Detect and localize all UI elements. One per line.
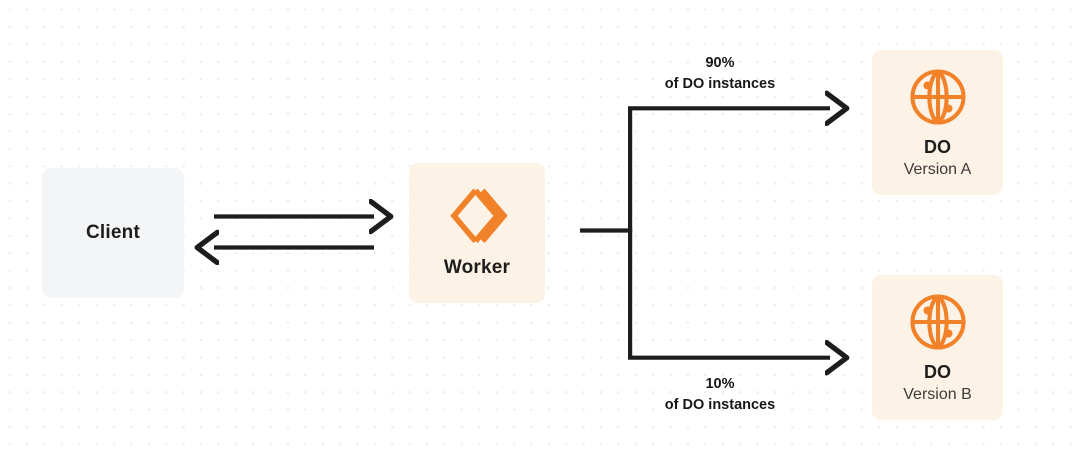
node-do-version-b[interactable]: DO Version B — [872, 275, 1003, 420]
edge-label-do-b-text: of DO instances — [664, 396, 776, 413]
node-worker-label: Worker — [443, 256, 511, 278]
node-do-b-label: DO — [924, 362, 951, 382]
node-do-a-sublabel: Version A — [903, 161, 972, 178]
node-client[interactable]: Client — [42, 168, 184, 298]
edge-worker-to-do-b — [628, 228, 830, 358]
cloudflare-workers-icon — [446, 187, 508, 245]
durable-object-globe-icon — [906, 290, 970, 354]
edge-label-do-a-text: of DO instances — [664, 75, 776, 92]
edge-label-do-b-percent: 10% — [705, 376, 735, 392]
node-do-a-label: DO — [924, 137, 951, 157]
edge-label-do-a: 90% of DO instances — [595, 53, 845, 94]
edge-worker-to-do-a — [628, 108, 830, 233]
durable-object-globe-icon — [906, 65, 970, 129]
node-do-version-a[interactable]: DO Version A — [872, 50, 1003, 195]
node-client-label: Client — [86, 221, 140, 243]
edge-label-do-b: 10% of DO instances — [595, 374, 845, 415]
node-worker[interactable]: Worker — [409, 163, 545, 303]
node-do-b-sublabel: Version B — [903, 386, 972, 403]
edge-label-do-a-percent: 90% — [705, 55, 735, 71]
